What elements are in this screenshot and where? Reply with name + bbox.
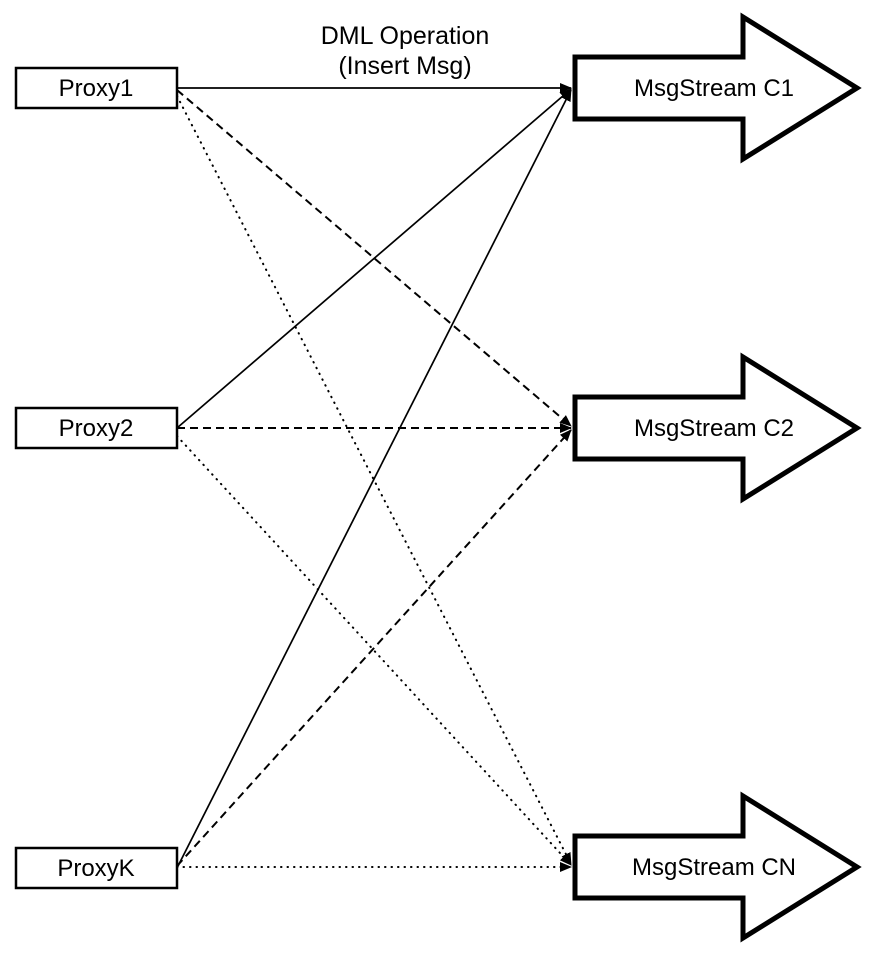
node-proxyk: ProxyK [14,846,179,890]
proxy2-box [14,406,179,450]
node-proxy2: Proxy2 [14,406,179,450]
proxyk-label: ProxyK [57,855,134,882]
edge-annotation: DML Operation (Insert Msg) [321,22,490,80]
msgstream-c2-arrow-shape [572,352,862,504]
edge-proxy2-to-msgstream-c1 [176,88,572,429]
node-msgstream-cn: MsgStream CN [572,791,862,943]
annotation-line1: DML Operation [321,22,490,50]
edge-proxy1-to-msgstream-c2 [176,89,572,427]
msgstream-cn-arrow-shape [572,791,862,943]
msgstream-c1-label: MsgStream C1 [634,75,794,102]
edges-layer [176,83,572,872]
msgstream-c2-label: MsgStream C2 [634,415,794,442]
edge-proxyk-to-msgstream-c2 [176,429,572,867]
edge-proxyk-to-msgstream-c1 [176,89,572,869]
node-msgstream-c2: MsgStream C2 [572,352,862,504]
msgstream-cn-label: MsgStream CN [632,854,796,881]
proxy1-box [14,66,179,110]
node-proxy1: Proxy1 [14,66,179,110]
edge-proxy1-to-msgstream-cn [176,95,572,865]
msgstream-c1-arrow-shape [572,12,862,164]
annotation-line2: (Insert Msg) [338,52,471,80]
proxy1-label: Proxy1 [59,75,134,102]
proxy2-label: Proxy2 [59,415,134,442]
edge-proxy2-to-msgstream-cn [176,435,572,866]
proxyk-box [14,846,179,890]
node-msgstream-c1: MsgStream C1 [572,12,862,164]
